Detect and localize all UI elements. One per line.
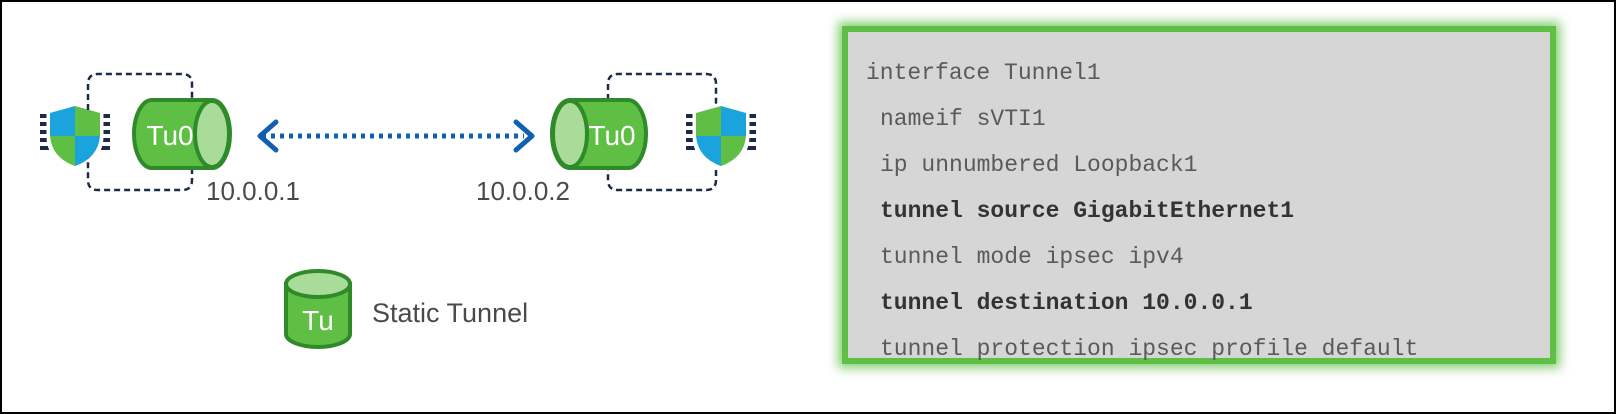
left-tunnel-label: Tu0 — [146, 120, 193, 151]
tunnel-diagram: Tu0 Tu0 10.0.0.1 10.0.0.2 Tu — [40, 72, 756, 349]
config-line-6: tunnel destination 10.0.0.1 — [880, 290, 1253, 316]
right-ip-label: 10.0.0.2 — [476, 176, 570, 206]
config-panel: interface Tunnel1 nameif sVTI1 ip unnumb… — [842, 26, 1556, 364]
legend-tunnel-icon — [284, 269, 352, 349]
config-line-2: nameif sVTI1 — [880, 106, 1046, 132]
right-firewall-icon — [686, 102, 756, 170]
legend-text: Static Tunnel — [372, 298, 528, 328]
legend-icon-label: Tu — [302, 305, 334, 336]
config-line-7: tunnel protection ipsec profile default — [880, 336, 1419, 362]
right-tunnel-label: Tu0 — [588, 120, 635, 151]
left-tunnel-icon — [132, 98, 232, 170]
config-line-1: interface Tunnel1 — [866, 60, 1101, 86]
config-line-4: tunnel source GigabitEthernet1 — [880, 198, 1295, 224]
left-ip-label: 10.0.0.1 — [206, 176, 300, 206]
left-firewall-icon — [40, 102, 110, 170]
left-loop-line — [86, 72, 194, 192]
config-line-3: ip unnumbered Loopback1 — [880, 152, 1198, 178]
right-loop-line — [606, 72, 718, 192]
bidirectional-arrow — [257, 119, 535, 153]
right-tunnel-icon — [550, 98, 648, 170]
config-line-5: tunnel mode ipsec ipv4 — [880, 244, 1184, 270]
